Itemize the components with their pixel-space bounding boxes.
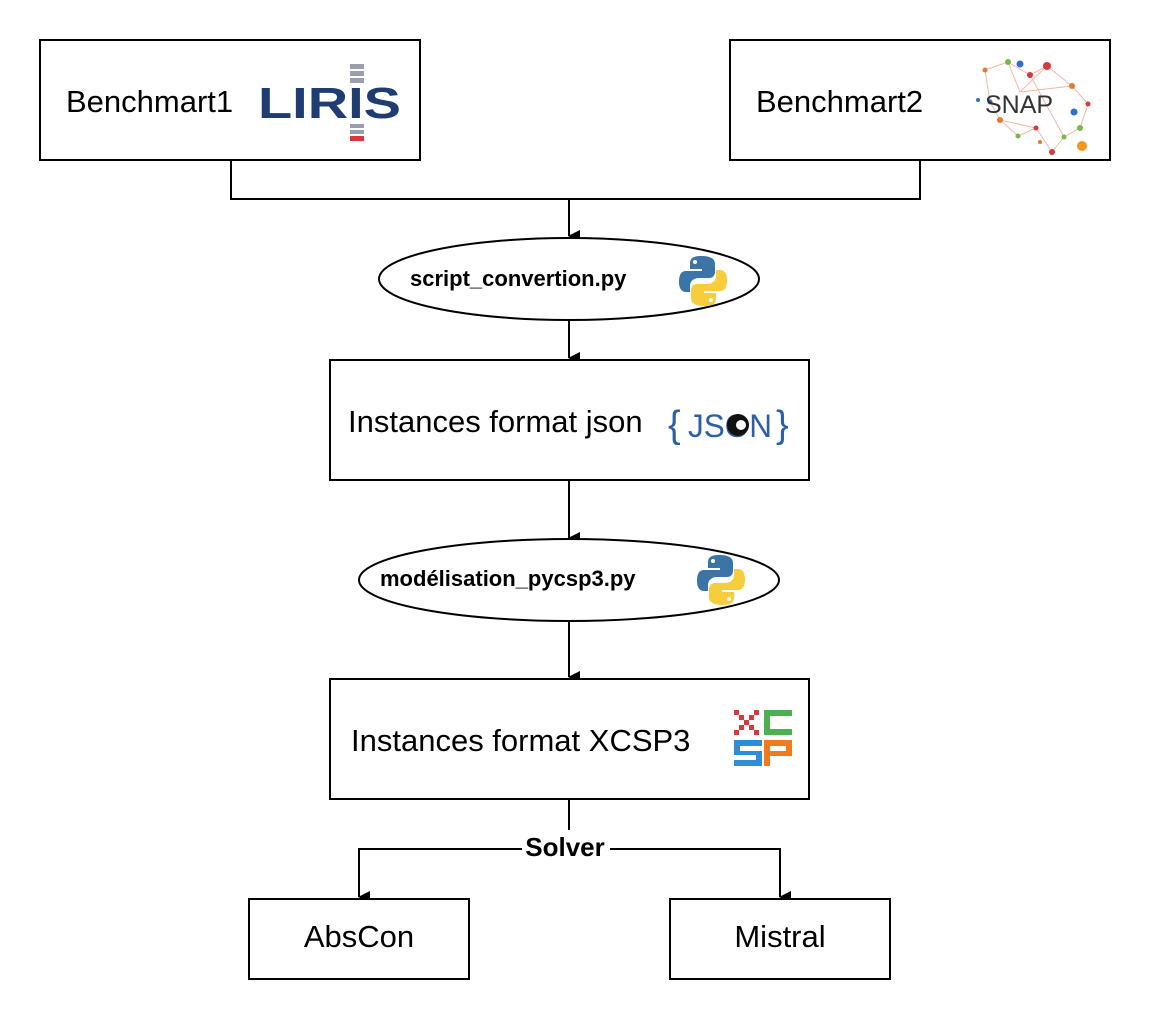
abscon-node[interactable]: AbsCon — [248, 898, 470, 980]
mistral-node[interactable]: Mistral — [669, 898, 891, 980]
svg-text:LIRIS: LIRIS — [258, 79, 401, 128]
modelisation-label: modélisation_pycsp3.py — [380, 566, 636, 591]
instances-xcsp3-label: Instances format XCSP3 — [351, 723, 690, 758]
connectors — [230, 160, 921, 903]
edge-benchmarks-to-script — [230, 160, 921, 236]
instances-json-node[interactable]: Instances format json { JSON } — [329, 359, 810, 481]
edge-solver-to-mistral — [610, 848, 791, 903]
abscon-label: AbsCon — [304, 919, 414, 954]
benchmark2-node[interactable]: Benchmart2 SNAP — [729, 39, 1111, 161]
benchmark2-label: Benchmart2 — [756, 84, 923, 119]
snap-logo: SNAP — [976, 59, 1091, 155]
instances-json-label: Instances format json — [348, 404, 643, 439]
json-logo: { JSON } — [668, 404, 789, 446]
benchmark1-node[interactable]: Benchmart1 LIRIS — [39, 39, 421, 161]
svg-text:{: { — [668, 404, 681, 446]
edge-solver-to-abscon — [358, 848, 522, 903]
liris-logo: LIRIS — [258, 64, 401, 141]
mistral-label: Mistral — [734, 919, 825, 954]
modelisation-node[interactable]: modélisation_pycsp3.py — [358, 538, 780, 622]
xcsp-logo — [734, 710, 792, 766]
script-conversion-node[interactable]: script_convertion.py — [378, 237, 760, 321]
benchmark1-label: Benchmart1 — [66, 84, 233, 119]
python-icon — [697, 555, 745, 605]
instances-xcsp3-node[interactable]: Instances format XCSP3 — [329, 678, 810, 800]
python-icon — [679, 256, 727, 306]
svg-text:}: } — [776, 404, 789, 446]
script-conversion-label: script_convertion.py — [410, 266, 627, 291]
solver-edge-label: Solver — [525, 832, 605, 862]
svg-text:SNAP: SNAP — [985, 91, 1053, 119]
